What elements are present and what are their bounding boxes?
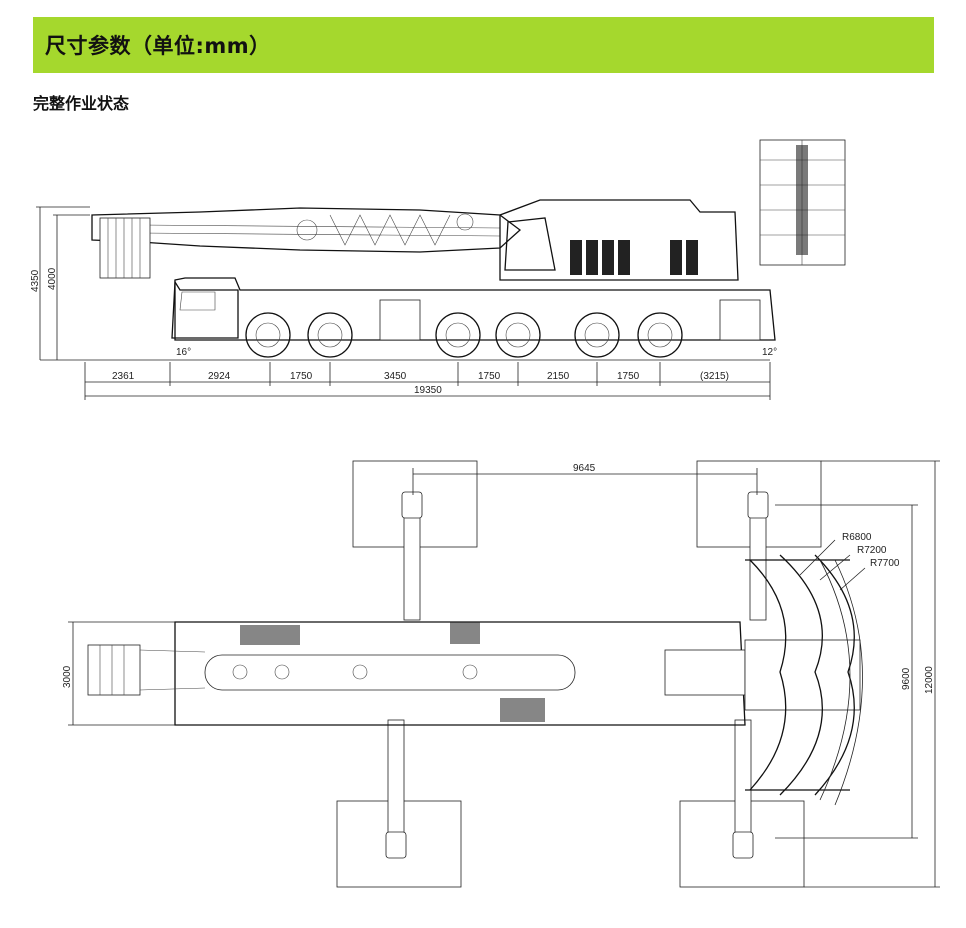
total-width-label: 12000 [924,666,935,694]
outrigger-width-label: 9600 [901,667,912,690]
carrier-width-label: 3000 [62,665,73,688]
section-header-title: 尺寸参数（单位:mm） [45,34,271,58]
section-subtitle: 完整作业状态 [33,94,130,113]
segment-label: 1750 [290,371,313,382]
radius-label: R7700 [870,558,900,569]
segment-label: 2150 [547,371,570,382]
radius-label: R6800 [842,532,872,543]
segment-label: 1750 [617,371,640,382]
height-label: 4350 [30,269,41,292]
side-view-drawing: 4350 4000 [30,139,846,400]
segment-label: (3215) [700,371,729,382]
height-label: 4000 [47,267,58,290]
total-length-label: 19350 [414,385,442,396]
segment-label: 2924 [208,371,231,382]
departure-angle-label: 12° [762,347,777,358]
segment-label: 3450 [384,371,407,382]
approach-angle-label: 16° [176,347,191,358]
top-view-drawing: 9645 R6800 R72 [62,460,940,888]
wheel-set [245,312,683,358]
segment-label: 1750 [478,371,501,382]
segment-label: 2361 [112,371,135,382]
section-header-banner: 尺寸参数（单位:mm） [33,17,934,73]
outrigger-span-label: 9645 [573,463,596,474]
radius-label: R7200 [857,545,887,556]
